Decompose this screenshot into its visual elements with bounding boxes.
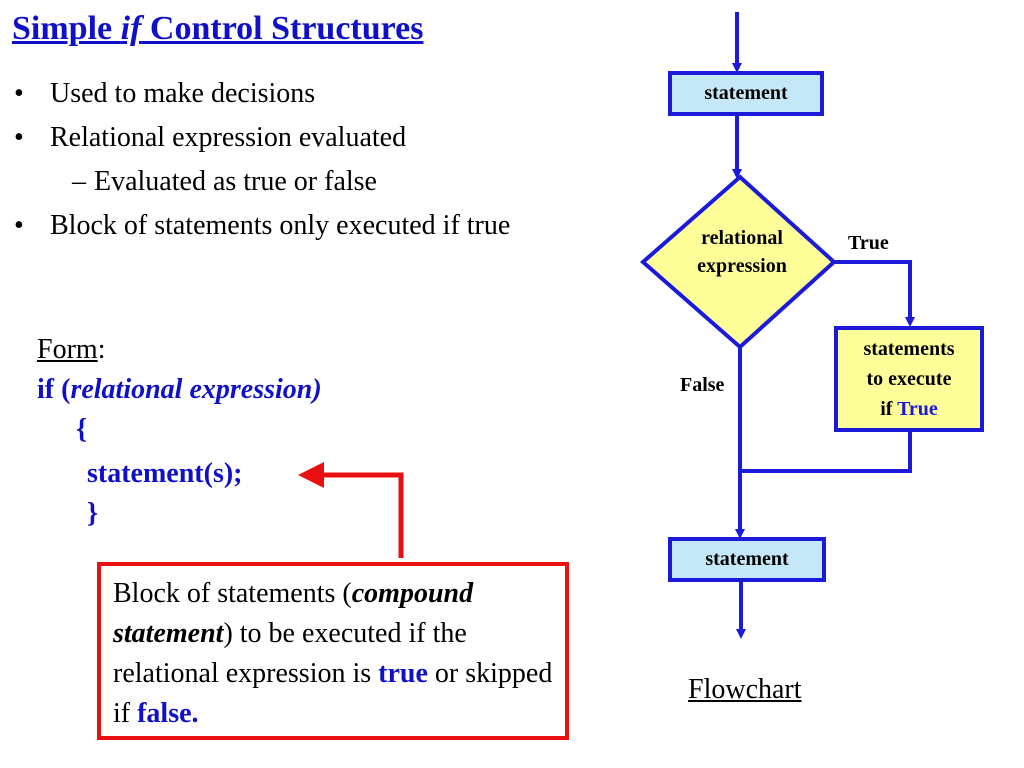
code-paren-close: ) xyxy=(312,374,322,405)
red-pointer-arrowhead xyxy=(298,462,324,488)
note-part: Block of statements ( xyxy=(113,578,352,609)
note-text: Block of statements (compound statement)… xyxy=(113,574,559,734)
bullet-text: Used to make decisions xyxy=(50,78,316,109)
true-label: True xyxy=(848,232,889,254)
form-label-colon: : xyxy=(97,334,106,365)
code-if-line: if (relational expression) xyxy=(37,374,322,406)
decision-label-line: relational xyxy=(701,227,783,249)
slide-title: Simple if Control Structures xyxy=(12,10,423,48)
note-part: ) to be executed if the relational expre… xyxy=(113,618,467,689)
bullet-marker: • xyxy=(14,210,24,241)
code-statement: statement(s); xyxy=(87,458,243,489)
decision-label-line: expression xyxy=(697,255,787,277)
true-box-line: if True xyxy=(880,394,938,424)
form-label-word: Form xyxy=(37,334,98,365)
code-condition: relational expression xyxy=(70,374,313,405)
note-true-word: true xyxy=(378,658,428,689)
title-part-control-structures: Control Structures xyxy=(141,10,424,47)
bullet-marker: • xyxy=(14,122,24,153)
flowchart-true-statements-box: statements to execute if True xyxy=(834,326,984,432)
bullet-marker: • xyxy=(14,78,24,109)
false-label: False xyxy=(680,374,725,396)
true-box-true-word: True xyxy=(897,398,938,420)
sub-bullet-marker: – xyxy=(72,166,86,197)
code-close-brace: } xyxy=(87,498,99,529)
bottom-statement-label: statement xyxy=(705,548,789,570)
compound-statement-note-box: Block of statements (compound statement)… xyxy=(97,562,569,740)
red-pointer-line xyxy=(315,472,404,558)
true-box-line: statements xyxy=(863,338,955,360)
title-part-if: if xyxy=(120,10,142,47)
decision-label: relational expression xyxy=(660,224,824,280)
true-box-if: if xyxy=(880,398,898,420)
flowchart-top-statement-box: statement xyxy=(668,71,824,116)
flowchart-bottom-statement-box: statement xyxy=(668,537,826,582)
sub-bullet-text: Evaluated as true or false xyxy=(94,166,377,197)
flowchart-caption: Flowchart xyxy=(688,674,802,705)
bullet-text: Block of statements only executed if tru… xyxy=(50,210,511,241)
title-part-simple: Simple xyxy=(12,10,121,47)
flow-arrow-true-branch xyxy=(834,260,915,327)
code-open-brace: { xyxy=(76,414,88,445)
bullet-text: Relational expression evaluated xyxy=(50,122,407,153)
flow-line-merge xyxy=(740,432,912,473)
note-compound-statement: compound statement xyxy=(113,578,474,649)
note-part: or skipped if xyxy=(113,658,553,729)
true-box-line: to execute xyxy=(866,368,952,390)
form-label: Form: xyxy=(37,334,105,366)
top-statement-label: statement xyxy=(704,82,788,104)
note-false-word: false. xyxy=(137,698,199,729)
code-if-keyword: if ( xyxy=(37,374,71,405)
